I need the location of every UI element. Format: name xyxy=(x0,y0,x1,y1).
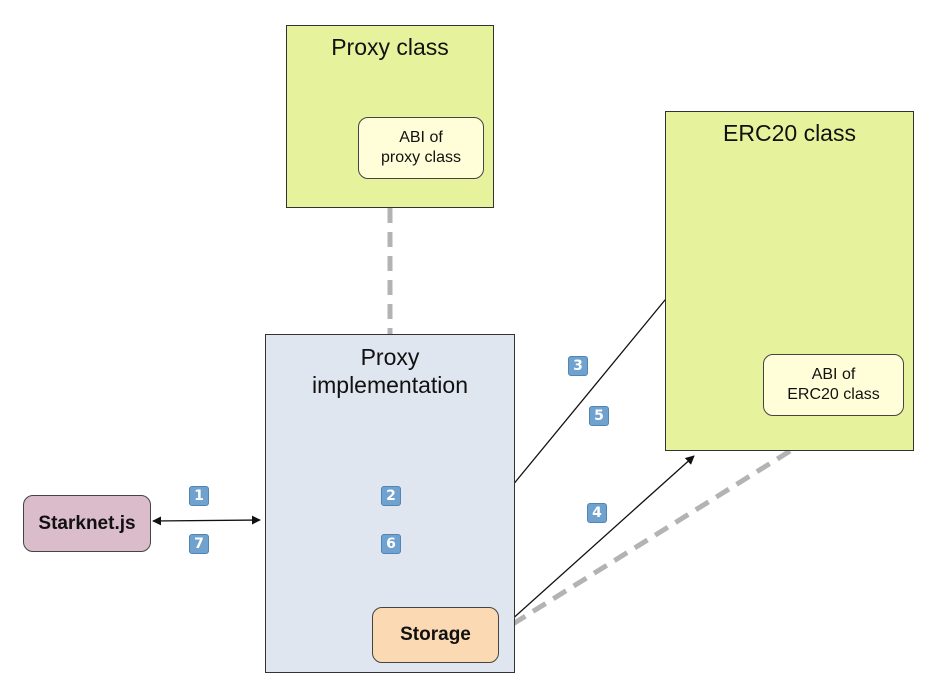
step-6-badge: 6 xyxy=(381,534,401,554)
step-1-badge: 1 xyxy=(189,486,209,506)
step-3-badge: 3 xyxy=(568,356,588,376)
proxy-class-title: Proxy class xyxy=(331,34,449,60)
erc20-class-box: ERC20 class ABI of ERC20 class xyxy=(665,111,914,451)
proxy-abi-line1: ABI of xyxy=(399,129,443,146)
storage-box: Storage xyxy=(372,607,499,663)
proxy-class-abi-box: ABI of proxy class xyxy=(358,117,484,179)
proxy-class-box: Proxy class ABI of proxy class xyxy=(286,25,494,208)
erc20-class-title: ERC20 class xyxy=(723,120,856,146)
erc20-abi-line2: ERC20 class xyxy=(787,386,880,403)
starknet-js-label: Starknet.js xyxy=(38,512,136,534)
proxy-abi-line2: proxy class xyxy=(380,149,462,166)
step-4-badge: 4 xyxy=(587,503,607,523)
proxy-implementation-box: Proxy implementation xyxy=(265,334,515,673)
step-7-badge: 7 xyxy=(189,534,209,554)
storage-label: Storage xyxy=(400,624,471,645)
arrow-storage-erc20 xyxy=(499,455,695,631)
starknet-js-box: Starknet.js xyxy=(23,495,151,552)
step-2-badge: 2 xyxy=(381,486,401,506)
proxy-impl-title-line1: Proxy xyxy=(360,344,420,370)
proxy-impl-title-line2: implementation xyxy=(312,372,468,398)
proxy-impl-title: Proxy implementation xyxy=(266,343,514,399)
step-5-badge: 5 xyxy=(589,406,609,426)
dashed-link-erc20-storage xyxy=(498,448,792,635)
erc20-class-abi-box: ABI of ERC20 class xyxy=(763,354,904,416)
arrow-starknet-impl xyxy=(152,515,261,526)
arrow-impl-erc20 xyxy=(497,282,680,504)
erc20-abi-line1: ABI of xyxy=(811,366,856,383)
